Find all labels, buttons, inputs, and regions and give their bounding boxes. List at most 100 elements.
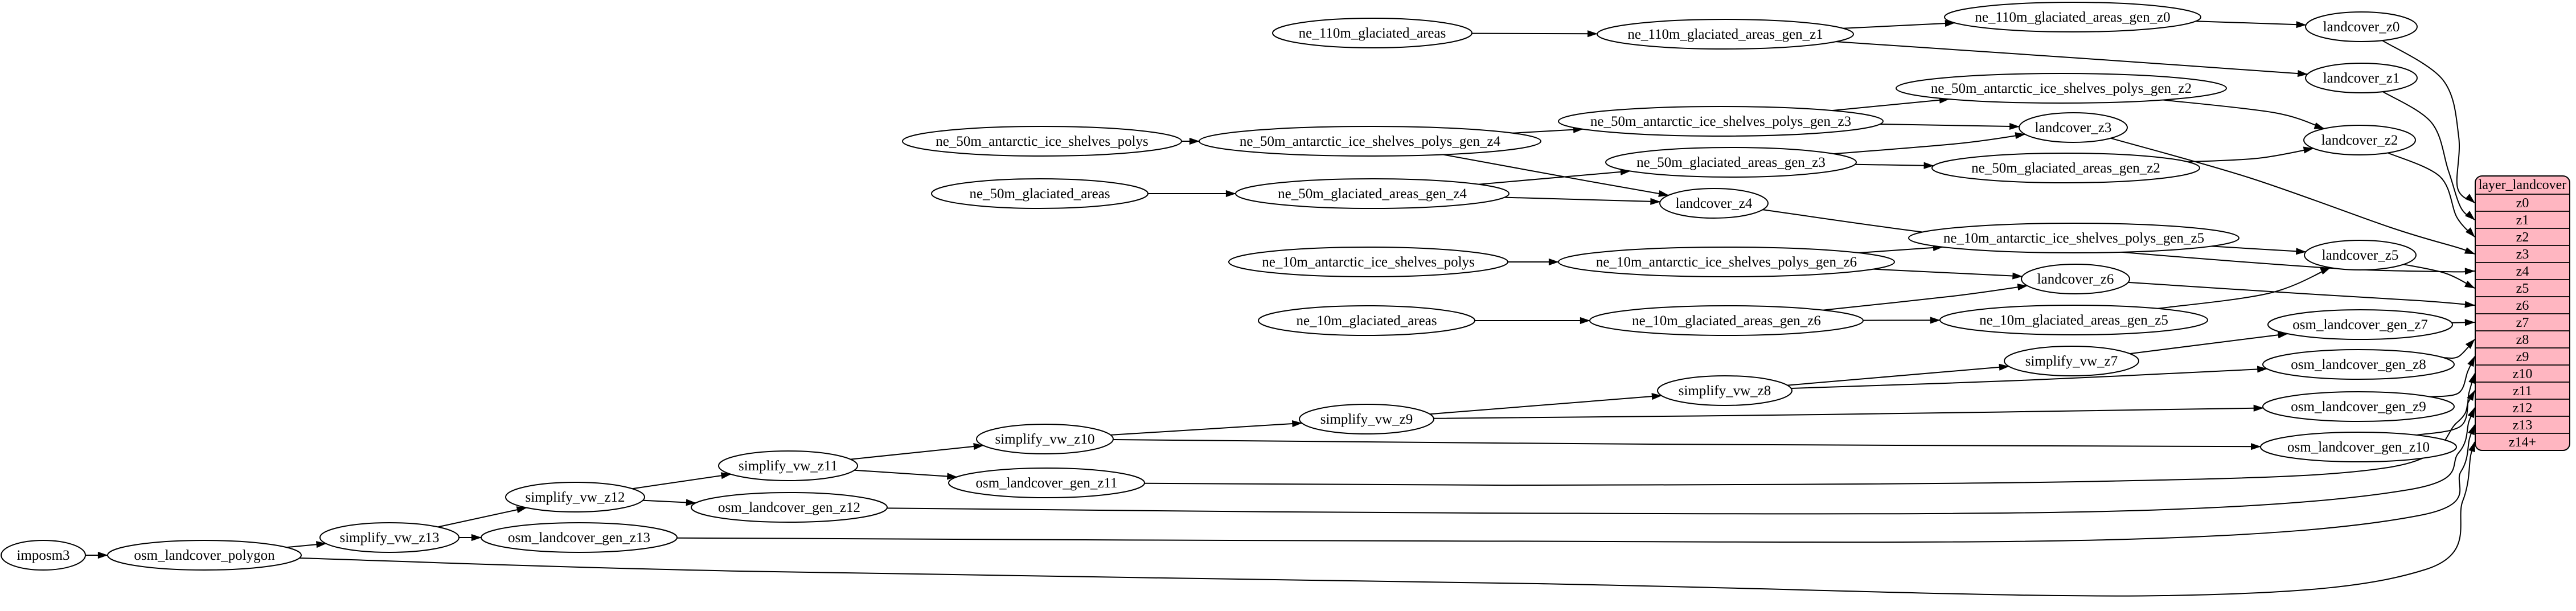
edge-ne_110m_glaciated_areas_gen_z1--ne_110m_glaciated_areas_gen_z0 bbox=[1843, 19, 1955, 29]
edge-simplify_vw_z8--simplify_vw_z7 bbox=[1787, 363, 2009, 386]
node-label-ne_50m_antarctic_ice_shelves_polys_gen_z3: ne_50m_antarctic_ice_shelves_polys_gen_z… bbox=[1590, 114, 1851, 129]
node-ellipse-simplify_vw_z8 bbox=[1657, 375, 1792, 406]
node-ne_110m_glaciated_areas_gen_z1: ne_110m_glaciated_areas_gen_z1 bbox=[1597, 19, 1854, 50]
edge-simplify_vw_z11--simplify_vw_z10 bbox=[850, 443, 984, 460]
node-ellipse-osm_landcover_gen_z8 bbox=[2262, 349, 2455, 380]
edge-landcover_z2--layer_landcover-z2 bbox=[2388, 152, 2475, 237]
node-imposm3: imposm3 bbox=[1, 540, 86, 571]
node-label-simplify_vw_z9: simplify_vw_z9 bbox=[1320, 412, 1413, 427]
node-ellipse-osm_landcover_gen_z12 bbox=[691, 492, 888, 523]
node-ellipse-simplify_vw_z13 bbox=[319, 522, 460, 553]
edge-landcover_z0--layer_landcover-z0 bbox=[2382, 40, 2475, 203]
node-ne_50m_antarctic_ice_shelves_polys_gen_z4: ne_50m_antarctic_ice_shelves_polys_gen_z… bbox=[1199, 126, 1541, 157]
node-ne_10m_glaciated_areas_gen_z5: ne_10m_glaciated_areas_gen_z5 bbox=[1939, 305, 2208, 335]
node-label-landcover_z3: landcover_z3 bbox=[2035, 120, 2112, 136]
edge-osm_landcover_gen_z10--layer_landcover-z10 bbox=[2416, 373, 2475, 436]
edge-ne_50m_antarctic_ice_shelves_polys_gen_z4--ne_50m_antarctic_ice_shelves_polys_gen_z3 bbox=[1512, 126, 1584, 134]
node-simplify_vw_z13: simplify_vw_z13 bbox=[319, 522, 460, 553]
node-ellipse-ne_10m_glaciated_areas bbox=[1258, 305, 1475, 336]
node-label-osm_landcover_gen_z13: osm_landcover_gen_z13 bbox=[508, 530, 650, 546]
edge-ne_50m_antarctic_ice_shelves_polys_gen_z2--landcover_z2 bbox=[2163, 99, 2325, 129]
node-ne_50m_glaciated_areas_gen_z4: ne_50m_glaciated_areas_gen_z4 bbox=[1235, 178, 1509, 209]
node-simplify_vw_z12: simplify_vw_z12 bbox=[505, 482, 645, 512]
node-label-landcover_z4: landcover_z4 bbox=[1676, 196, 1753, 211]
edge-ne_50m_glaciated_areas_gen_z3--landcover_z3 bbox=[1833, 132, 2026, 155]
node-ellipse-ne_10m_antarctic_ice_shelves_polys_gen_z6 bbox=[1558, 247, 1895, 277]
node-ne_10m_antarctic_ice_shelves_polys: ne_10m_antarctic_ice_shelves_polys bbox=[1228, 247, 1508, 277]
node-simplify_vw_z10: simplify_vw_z10 bbox=[976, 424, 1114, 454]
edge-osm_landcover_gen_z12--layer_landcover-z12 bbox=[887, 407, 2475, 515]
node-label-simplify_vw_z11: simplify_vw_z11 bbox=[739, 458, 838, 474]
edge-ne_110m_glaciated_areas_gen_z1--landcover_z1 bbox=[1836, 41, 2308, 77]
node-ellipse-osm_landcover_gen_z13 bbox=[481, 522, 678, 553]
edge-landcover_z1--layer_landcover-z1 bbox=[2382, 91, 2475, 220]
edge-ne_10m_antarctic_ice_shelves_polys_gen_z6--ne_10m_antarctic_ice_shelves_polys_gen_z5 bbox=[1859, 244, 1943, 253]
node-osm_landcover_gen_z7: osm_landcover_gen_z7 bbox=[2267, 309, 2453, 340]
node-ellipse-ne_50m_glaciated_areas_gen_z4 bbox=[1235, 178, 1509, 209]
node-label-osm_landcover_gen_z9: osm_landcover_gen_z9 bbox=[2291, 399, 2426, 415]
edge-ne_10m_glaciated_areas_gen_z6--landcover_z6 bbox=[1823, 284, 2028, 311]
node-label-landcover_z2: landcover_z2 bbox=[2321, 133, 2398, 148]
node-ellipse-ne_50m_glaciated_areas_gen_z2 bbox=[1931, 153, 2200, 183]
node-label-simplify_vw_z13: simplify_vw_z13 bbox=[340, 530, 440, 546]
node-label-osm_landcover_gen_z10: osm_landcover_gen_z10 bbox=[2287, 440, 2430, 455]
node-ellipse-ne_10m_glaciated_areas_gen_z5 bbox=[1939, 305, 2208, 335]
node-ne_10m_antarctic_ice_shelves_polys_gen_z5: ne_10m_antarctic_ice_shelves_polys_gen_z… bbox=[1908, 223, 2239, 253]
node-label-imposm3: imposm3 bbox=[17, 548, 69, 563]
table-row-z13: z13 bbox=[2513, 418, 2533, 433]
table-row-z6: z6 bbox=[2516, 298, 2529, 313]
node-osm_landcover_gen_z12: osm_landcover_gen_z12 bbox=[691, 492, 888, 523]
node-landcover_z4: landcover_z4 bbox=[1659, 188, 1769, 219]
node-ellipse-ne_50m_antarctic_ice_shelves_polys_gen_z2 bbox=[1896, 73, 2227, 104]
edge-ne_50m_antarctic_ice_shelves_polys_gen_z3--ne_50m_antarctic_ice_shelves_polys_gen_z2 bbox=[1832, 96, 1950, 112]
node-label-ne_50m_glaciated_areas: ne_50m_glaciated_areas bbox=[969, 186, 1110, 202]
node-label-landcover_z6: landcover_z6 bbox=[2037, 272, 2114, 287]
node-ellipse-ne_10m_antarctic_ice_shelves_polys bbox=[1228, 247, 1508, 277]
edge-simplify_vw_z12--osm_landcover_gen_z12 bbox=[642, 499, 696, 506]
table-row-z12: z12 bbox=[2513, 401, 2533, 416]
node-ellipse-ne_10m_antarctic_ice_shelves_polys_gen_z5 bbox=[1908, 223, 2239, 253]
node-ellipse-ne_50m_antarctic_ice_shelves_polys_gen_z3 bbox=[1558, 106, 1884, 137]
node-landcover_z6: landcover_z6 bbox=[2021, 264, 2130, 294]
node-ne_10m_antarctic_ice_shelves_polys_gen_z6: ne_10m_antarctic_ice_shelves_polys_gen_z… bbox=[1558, 247, 1895, 277]
node-ne_110m_glaciated_areas: ne_110m_glaciated_areas bbox=[1272, 18, 1472, 48]
node-label-ne_110m_glaciated_areas_gen_z1: ne_110m_glaciated_areas_gen_z1 bbox=[1627, 27, 1823, 42]
node-landcover_z3: landcover_z3 bbox=[2019, 112, 2128, 143]
edge-simplify_vw_z9--osm_landcover_gen_z9 bbox=[1433, 404, 2264, 419]
node-ellipse-osm_landcover_gen_z7 bbox=[2267, 309, 2453, 340]
node-osm_landcover_gen_z11: osm_landcover_gen_z11 bbox=[948, 468, 1145, 498]
table-row-z9: z9 bbox=[2516, 350, 2529, 364]
table-row-z2: z2 bbox=[2516, 230, 2529, 245]
node-ellipse-ne_50m_glaciated_areas bbox=[931, 178, 1148, 209]
edges bbox=[85, 19, 2475, 597]
node-landcover_z1: landcover_z1 bbox=[2305, 63, 2418, 93]
node-ellipse-landcover_z6 bbox=[2021, 264, 2130, 294]
node-osm_landcover_polygon: osm_landcover_polygon bbox=[107, 540, 302, 571]
node-ellipse-landcover_z5 bbox=[2304, 240, 2417, 270]
edge-simplify_vw_z7--osm_landcover_gen_z7 bbox=[2130, 331, 2288, 355]
table-row-z4: z4 bbox=[2516, 264, 2529, 279]
node-label-ne_10m_antarctic_ice_shelves_polys_gen_z5: ne_10m_antarctic_ice_shelves_polys_gen_z… bbox=[1943, 231, 2204, 246]
node-label-ne_10m_glaciated_areas_gen_z5: ne_10m_glaciated_areas_gen_z5 bbox=[1979, 313, 2168, 328]
node-ellipse-landcover_z3 bbox=[2019, 112, 2128, 143]
node-ellipse-landcover_z1 bbox=[2305, 63, 2418, 93]
node-label-osm_landcover_gen_z7: osm_landcover_gen_z7 bbox=[2292, 317, 2427, 333]
node-osm_landcover_gen_z8: osm_landcover_gen_z8 bbox=[2262, 349, 2455, 380]
edge-ne_50m_antarctic_ice_shelves_polys_gen_z3--landcover_z3 bbox=[1880, 122, 2020, 130]
node-simplify_vw_z9: simplify_vw_z9 bbox=[1299, 404, 1434, 434]
node-ellipse-osm_landcover_gen_z9 bbox=[2262, 391, 2455, 422]
node-osm_landcover_gen_z13: osm_landcover_gen_z13 bbox=[481, 522, 678, 553]
node-label-simplify_vw_z12: simplify_vw_z12 bbox=[526, 490, 625, 505]
node-ne_50m_antarctic_ice_shelves_polys_gen_z2: ne_50m_antarctic_ice_shelves_polys_gen_z… bbox=[1896, 73, 2227, 104]
node-simplify_vw_z7: simplify_vw_z7 bbox=[2004, 346, 2139, 376]
node-ne_50m_glaciated_areas_gen_z3: ne_50m_glaciated_areas_gen_z3 bbox=[1605, 147, 1857, 178]
node-label-simplify_vw_z7: simplify_vw_z7 bbox=[2025, 354, 2118, 369]
node-label-osm_landcover_gen_z8: osm_landcover_gen_z8 bbox=[2291, 357, 2426, 372]
node-label-ne_50m_glaciated_areas_gen_z2: ne_50m_glaciated_areas_gen_z2 bbox=[1971, 161, 2160, 176]
node-label-osm_landcover_polygon: osm_landcover_polygon bbox=[134, 548, 275, 563]
node-ne_50m_antarctic_ice_shelves_polys: ne_50m_antarctic_ice_shelves_polys bbox=[902, 126, 1182, 157]
edge-ne_110m_glaciated_areas_gen_z0--landcover_z0 bbox=[2196, 20, 2307, 28]
node-ellipse-simplify_vw_z9 bbox=[1299, 404, 1434, 434]
